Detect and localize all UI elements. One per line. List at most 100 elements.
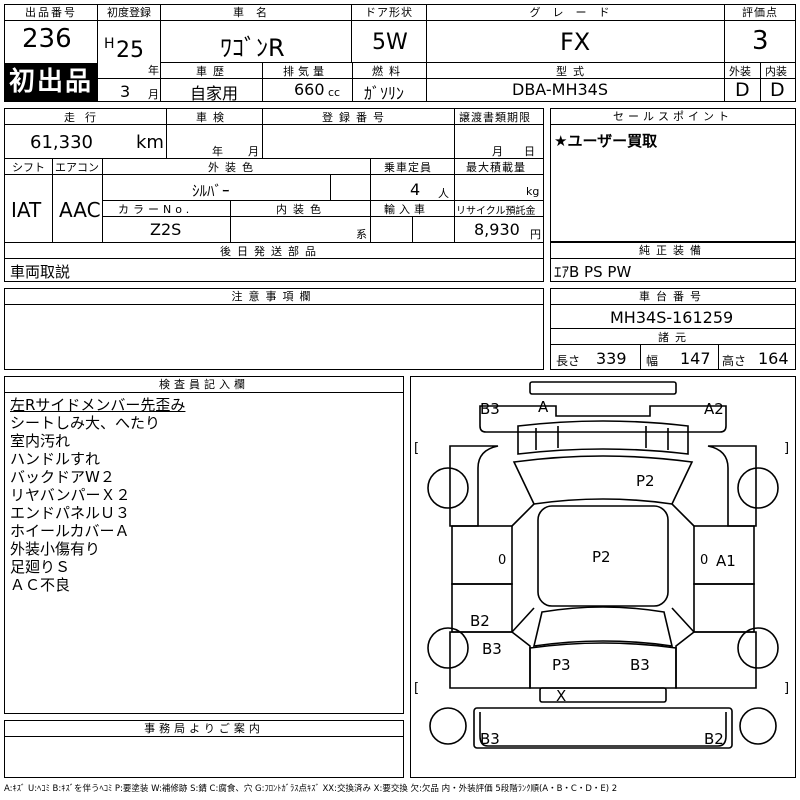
- ext-label: 外装: [729, 65, 751, 78]
- inspector-line: エンドパネルＵ３: [10, 504, 131, 522]
- zero-right: 0: [700, 553, 708, 568]
- score-label: 評価点: [725, 5, 795, 21]
- load-unit: kg: [526, 185, 540, 198]
- office-box: [4, 720, 404, 778]
- equipment-text: ｴｱB PS PW: [554, 263, 632, 281]
- inspector-line: 左Rサイドメンバー先歪み: [10, 396, 186, 414]
- right-rear-door: [693, 583, 755, 633]
- sales-box: [550, 108, 796, 242]
- rear-window: [532, 606, 674, 647]
- bracket-right-mid: ]: [784, 681, 789, 696]
- equipment-box: [550, 242, 796, 282]
- inspector-label: 検査員記入欄: [5, 377, 403, 393]
- history-value: 自家用: [190, 84, 239, 103]
- rear-bumper: [479, 712, 727, 747]
- mark-p2-center: P2: [592, 548, 611, 566]
- first-sale-badge: 初出品: [5, 63, 97, 101]
- mark-b2-br: B2: [704, 730, 724, 748]
- grade-label: グレード: [427, 5, 724, 21]
- sales-text: ★ユーザー買取: [554, 132, 658, 150]
- colorno-label: カラーNo.: [118, 203, 194, 216]
- right-rear-fender: [675, 631, 757, 689]
- recycle-value: 8,930: [474, 220, 520, 239]
- hgt-label: 高さ: [722, 354, 747, 368]
- notes-box: [4, 288, 544, 370]
- seats-unit: 人: [438, 187, 449, 200]
- mark-a-top: A: [538, 398, 549, 416]
- spare-right-wheel: [739, 707, 777, 745]
- hgt-value: 164: [758, 349, 789, 368]
- rear-left-wheel: [427, 627, 469, 669]
- lot-label: 出品番号: [5, 5, 97, 21]
- fuel-label: 燃料: [372, 65, 406, 78]
- mileage-unit: km: [136, 132, 164, 153]
- cc-label: 排気量: [283, 65, 328, 78]
- inspector-line: 足廻りＳ: [10, 558, 71, 576]
- back-door: [529, 642, 677, 689]
- door-type: 5W: [372, 30, 408, 55]
- lot-number: 236: [22, 24, 72, 54]
- inspector-line: シートしみ大、へたり: [10, 414, 161, 432]
- reg-year-unit: 年: [148, 64, 159, 77]
- mark-b3-tl: B3: [480, 400, 500, 418]
- front-bumper-strip: [529, 381, 677, 395]
- reg-label: 初度登録: [98, 5, 160, 21]
- inspection-label: 車検: [196, 111, 230, 124]
- reg-year: 25: [116, 38, 144, 63]
- score-value: 3: [752, 26, 769, 56]
- insp-year-unit: 年: [212, 145, 223, 158]
- inspector-line: バックドアW２: [10, 468, 115, 486]
- chassis-label: 車台番号: [551, 289, 795, 305]
- equipment-label: 純正装備: [551, 243, 795, 259]
- wid-value: 147: [680, 349, 711, 368]
- cc-unit: cc: [328, 86, 341, 99]
- reg-era: H: [104, 36, 115, 52]
- inspector-line: リヤバンパーＸ２: [10, 486, 131, 504]
- mark-a2-tr: A2: [704, 400, 724, 418]
- mark-p2-upper: P2: [636, 472, 655, 490]
- intcolor-label: 内装色: [276, 203, 327, 216]
- mileage-value: 61,330: [30, 132, 93, 153]
- later-value: 車両取説: [10, 263, 71, 281]
- colorno-value: Z2S: [150, 220, 182, 239]
- grade-value: FX: [560, 28, 591, 56]
- office-label: 事務局よりご案内: [5, 721, 403, 737]
- mark-b3-bl: B3: [480, 730, 500, 748]
- ac-value: AAC: [59, 198, 101, 222]
- inspector-box: [4, 376, 404, 714]
- import-label: 輸入車: [384, 203, 429, 216]
- transfer-day-unit: 日: [524, 145, 535, 158]
- model-label: 型式: [556, 65, 590, 78]
- front-left-wheel: [427, 467, 469, 509]
- load-label: 最大積載量: [466, 161, 526, 174]
- sales-label: セールスポイント: [551, 109, 795, 125]
- inspector-line: 室内汚れ: [10, 432, 71, 450]
- mark-b3-left: B3: [482, 640, 502, 658]
- bracket-left-top: [: [414, 441, 419, 456]
- intcolor-unit: 系: [356, 228, 367, 241]
- left-front-fender: [449, 445, 499, 527]
- reg-month-unit: 月: [148, 88, 159, 101]
- mark-a1-right: A1: [716, 552, 736, 570]
- color-value: ｼﾙﾊﾞｰ: [192, 182, 230, 200]
- len-value: 339: [596, 349, 627, 368]
- seats-value: 4: [410, 180, 421, 199]
- shift-label: シフト: [12, 161, 45, 174]
- int-label: 内装: [765, 65, 787, 78]
- car-name: ﾜｺﾞﾝR: [220, 34, 285, 62]
- spare-left-wheel: [429, 707, 467, 745]
- notes-label: 注意事項欄: [5, 289, 543, 305]
- windshield: [512, 455, 694, 505]
- car-diagram: B3 A A2 P2 P2 A1 B2 B3 P3 B3 X B3 B2 [ ]…: [414, 381, 789, 749]
- mark-b2-left: B2: [470, 612, 490, 630]
- transfer-month-unit: 月: [492, 145, 503, 158]
- transfer-label: 譲渡書類期限: [459, 111, 531, 124]
- chassis-box: [550, 288, 796, 370]
- int-grade: D: [770, 79, 785, 101]
- shift-value: IAT: [11, 198, 42, 222]
- hood: [517, 420, 689, 455]
- ext-grade: D: [735, 79, 750, 101]
- zero-left: 0: [498, 553, 506, 568]
- name-label: 車名: [161, 5, 351, 21]
